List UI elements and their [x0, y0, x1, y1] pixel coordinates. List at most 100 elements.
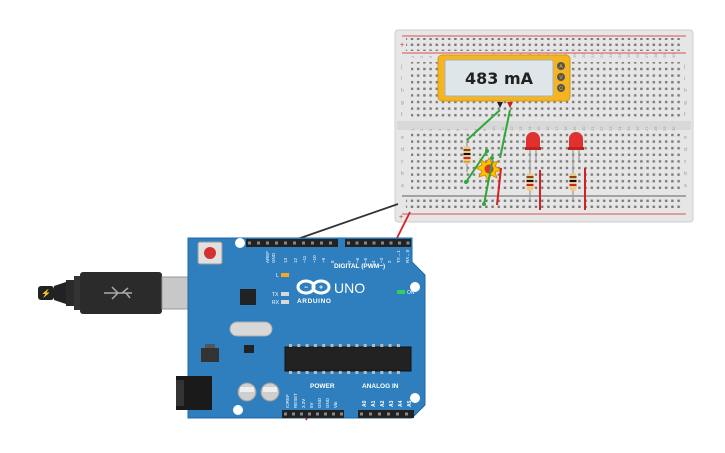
- svg-text:e: e: [401, 135, 404, 141]
- column-number: 11: [500, 126, 505, 131]
- pin-hole: [378, 412, 381, 416]
- reset-button[interactable]: [204, 247, 216, 259]
- column-number: 25: [626, 126, 631, 131]
- column-number: 20: [581, 53, 586, 58]
- mount-hole: [233, 405, 243, 415]
- column-number: 12: [509, 126, 514, 131]
- column-number: 24: [617, 53, 622, 58]
- svg-text:2: 2: [387, 260, 392, 263]
- svg-text:g: g: [401, 100, 404, 106]
- mode-label-v: V: [559, 75, 563, 81]
- svg-text:GND: GND: [325, 397, 330, 408]
- pin-hole: [398, 241, 401, 245]
- mode-button-ammeter[interactable]: [557, 62, 565, 70]
- led-rx: [281, 300, 289, 304]
- chip-pins: [289, 344, 400, 374]
- digital-header-right[interactable]: [345, 239, 411, 247]
- chip-pin: [289, 371, 292, 374]
- power-header[interactable]: [282, 410, 344, 418]
- column-number: 26: [635, 53, 640, 58]
- led-label-tx: TX: [272, 292, 279, 298]
- wire-green-to-rail[interactable]: [483, 162, 493, 205]
- usb-cable[interactable]: ⚡: [38, 272, 207, 314]
- column-number: 19: [572, 126, 577, 131]
- chip-pin: [322, 344, 326, 347]
- pin-hole: [293, 241, 296, 245]
- center-channel: [397, 121, 691, 130]
- probe-terminal-black: [497, 102, 503, 108]
- svg-text:4: 4: [371, 260, 376, 263]
- brand-label: ARDUINO: [297, 298, 332, 305]
- pin-hole: [316, 412, 319, 416]
- svg-text:b: b: [684, 171, 687, 177]
- pin-hole: [300, 412, 303, 416]
- resistor-1[interactable]: [463, 138, 471, 172]
- led-2-dome: [526, 132, 540, 148]
- mode-label-ohm: Ω: [559, 86, 563, 92]
- column-number: 28: [653, 126, 658, 131]
- resistor-3[interactable]: [569, 165, 577, 200]
- mount-hole: [410, 393, 420, 403]
- led-2[interactable]: [525, 132, 541, 165]
- wire-green-meter-to-resistor[interactable]: [466, 109, 501, 141]
- on-label: ON: [407, 290, 415, 296]
- column-number: 10: [491, 126, 496, 131]
- svg-text:b: b: [401, 171, 404, 177]
- chip-pin: [355, 371, 359, 374]
- svg-text:A0: A0: [362, 400, 368, 407]
- svg-text:13: 13: [283, 257, 288, 263]
- analog-header[interactable]: [358, 410, 414, 418]
- chip-pin: [380, 344, 384, 347]
- mode-button-voltmeter[interactable]: [557, 73, 565, 81]
- arduino-uno-board[interactable]: AREF GND 13 12 ~11 ~10 ~9 8 7 ~6 ~5 4 ~3…: [176, 237, 426, 419]
- pin-hole: [332, 412, 335, 416]
- pin-hole: [284, 412, 287, 416]
- svg-text:RX←0: RX←0: [405, 249, 410, 263]
- led-3[interactable]: [568, 132, 584, 165]
- breadboard-wires[interactable]: [464, 109, 586, 210]
- column-number: 27: [644, 53, 649, 58]
- column-number: 23: [608, 53, 613, 58]
- mode-label-a: A: [559, 64, 563, 70]
- svg-text:d: d: [401, 147, 404, 153]
- svg-text:j: j: [400, 64, 402, 70]
- pin-hole: [347, 241, 350, 245]
- usb-chip: [240, 289, 256, 305]
- wire-green-diagonal[interactable]: [465, 150, 488, 183]
- wire-green-meter-to-led[interactable]: [499, 109, 511, 159]
- column-number: 22: [599, 53, 604, 58]
- resistor-2[interactable]: [526, 165, 534, 200]
- svg-text:GND: GND: [271, 252, 276, 263]
- column-number: 23: [608, 126, 613, 131]
- column-number: 2: [419, 55, 424, 58]
- chip-pin: [388, 371, 392, 374]
- column-number: 13: [518, 126, 523, 131]
- chip-pin: [313, 371, 317, 374]
- wire-black-gnd[interactable]: [285, 203, 399, 244]
- atmega-microcontroller: [284, 346, 412, 372]
- digital-header-left[interactable]: [246, 239, 338, 247]
- column-number: 16: [545, 126, 550, 131]
- wire-red-1[interactable]: [496, 167, 502, 206]
- multimeter[interactable]: A V Ω: [437, 54, 571, 108]
- chip-pin: [297, 344, 301, 347]
- analog-header-label: ANALOG IN: [362, 383, 399, 390]
- svg-text:−: −: [304, 285, 308, 292]
- chip-pin: [330, 344, 334, 347]
- svg-text:3.3V: 3.3V: [301, 399, 306, 408]
- bottom-power-rail-holes: [406, 198, 682, 211]
- pin-hole: [329, 241, 332, 245]
- svg-text:GND: GND: [317, 397, 322, 408]
- model-label: UNO: [334, 280, 365, 296]
- column-number: 6: [455, 128, 460, 131]
- digital-pin-labels: AREF GND 13 12 ~11 ~10 ~9 8 7 ~6 ~5 4 ~3…: [265, 249, 410, 263]
- row-letters-left: j i h g f e d c b a: [400, 64, 404, 189]
- column-number: 7: [464, 128, 469, 131]
- svg-text:A2: A2: [380, 400, 386, 407]
- pin-hole: [360, 412, 363, 416]
- usb-icon: [104, 286, 132, 300]
- mode-button-ohmmeter[interactable]: [557, 84, 565, 92]
- svg-text:IOREF: IOREF: [285, 394, 290, 408]
